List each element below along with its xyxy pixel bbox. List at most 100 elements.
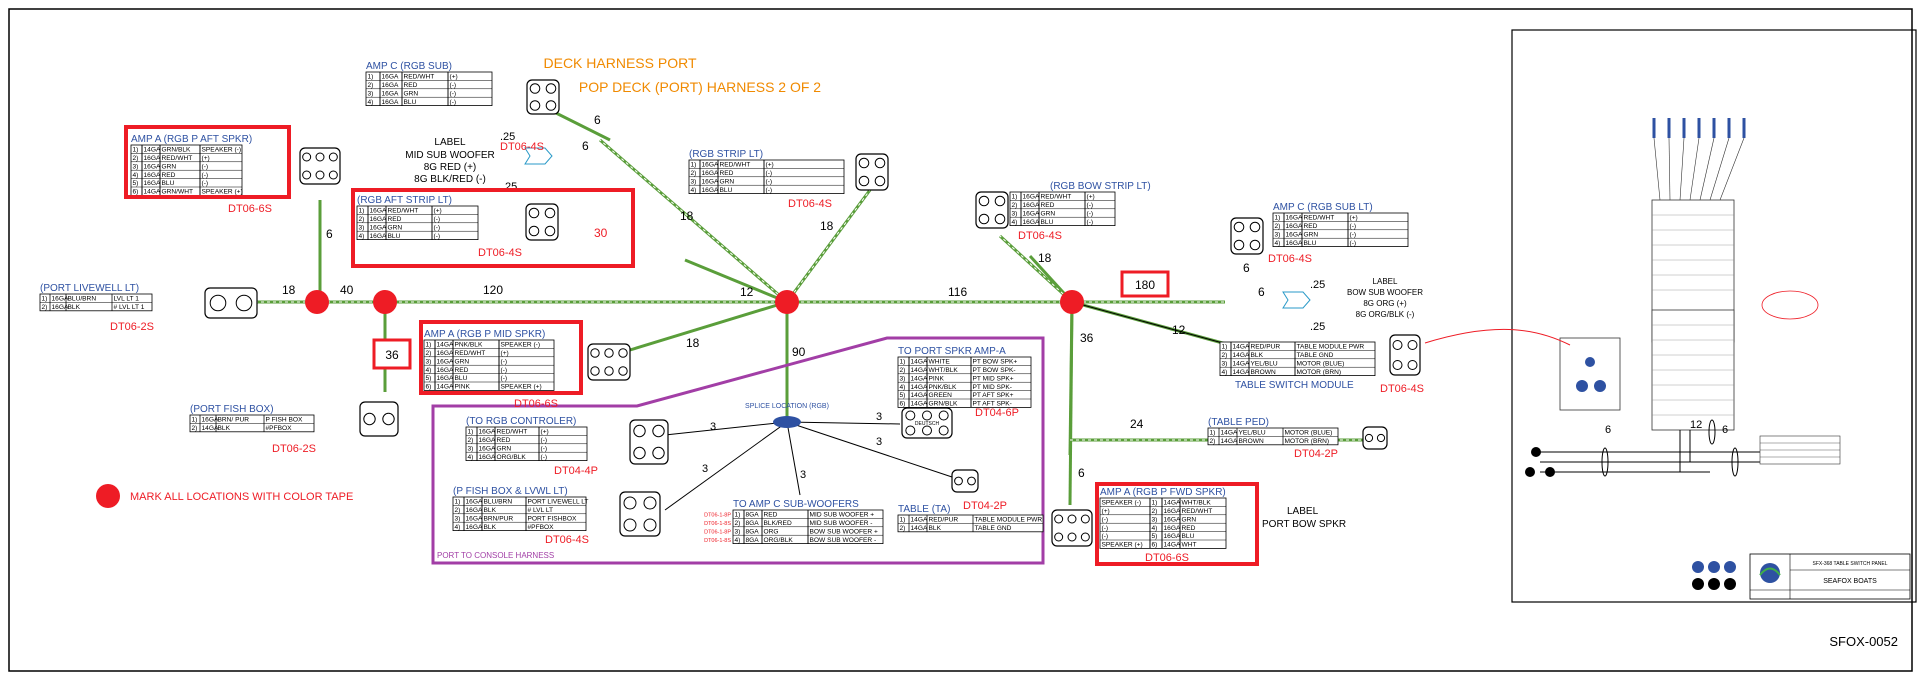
table-cell: GRN <box>162 163 177 170</box>
table-cell: (+) <box>1350 215 1358 222</box>
table-cell: 16GA <box>466 515 483 522</box>
table-cell: MID SUB WOOFER + <box>810 512 875 519</box>
svg-text:3: 3 <box>702 463 708 475</box>
segment-length: 120 <box>483 283 503 297</box>
table-cell: RED/WHT <box>1304 215 1335 222</box>
table-cell: (-) <box>1350 231 1357 238</box>
table-cell: (-) <box>1087 219 1094 226</box>
connector-title: AMP A (RGB P MID SPKR) <box>424 329 545 340</box>
table-cell: TABLE MODULE PWR <box>975 517 1043 524</box>
dimension: .25 <box>500 131 515 143</box>
table-cell: 16GA <box>382 99 399 106</box>
inset-drawing: 6 12 6 SFX-368 TABLE SWITCH PANEL SEAFOX… <box>1424 29 1917 603</box>
part-number: DT06-6S <box>228 203 272 215</box>
table-cell: 16GA <box>479 454 496 461</box>
table-cell: 14GA <box>911 392 928 399</box>
table-cell: BLK/RED <box>764 520 792 527</box>
table-cell: (-) <box>450 90 457 97</box>
table-cell: 4) <box>455 524 461 531</box>
table-cell: 3) <box>900 375 906 382</box>
table-cell: RED/WHT <box>388 208 419 215</box>
table-cell: (-) <box>450 82 457 89</box>
table-cell: 2) <box>359 216 365 223</box>
svg-text:3: 3 <box>710 421 716 433</box>
table-cell: (-) <box>501 358 508 365</box>
connector-icon <box>359 401 399 437</box>
table-cell: (-) <box>1102 516 1109 523</box>
table-cell: LVL LT 1 <box>114 296 140 303</box>
part-number: DT06-6S <box>514 398 558 410</box>
table-cell: RED <box>720 170 734 177</box>
table-cell: 16GA <box>437 358 454 365</box>
segment-length: 116 <box>948 285 967 299</box>
svg-text:LABEL: LABEL <box>434 137 466 148</box>
length-box <box>1120 270 1170 298</box>
svg-text:MID SUB WOOFER: MID SUB WOOFER <box>405 150 494 161</box>
part-number: DT06-4S <box>500 141 544 153</box>
table-cell: RED <box>1182 525 1196 532</box>
table-cell: (+) <box>202 155 210 162</box>
dimension: .25 <box>1310 279 1325 291</box>
table-cell: GREEN <box>929 392 953 399</box>
table-cell: 1) <box>426 342 432 349</box>
table-cell: 3) <box>1152 516 1158 523</box>
table-cell: BLU <box>1041 219 1054 226</box>
segment-length: 6 <box>326 227 333 241</box>
connector-title: TABLE SWITCH MODULE <box>1235 380 1354 391</box>
table-cell: 8GA <box>746 528 760 535</box>
table-cell: RED <box>764 512 778 519</box>
table-cell: 14GA <box>144 147 161 154</box>
table-cell: YEL/BLU <box>1239 430 1266 437</box>
table-cell: (-) <box>766 170 773 177</box>
table-cell: 16GA <box>1023 194 1040 201</box>
table-cell: 2) <box>691 170 697 177</box>
table-cell: 3) <box>691 178 697 185</box>
table-cell: BLK <box>218 425 231 432</box>
table-cell: 1) <box>133 147 139 154</box>
svg-text:LABEL: LABEL <box>1373 277 1398 286</box>
table-cell: BLU/BRN <box>484 499 513 506</box>
connector-title: (RGB BOW STRIP LT) <box>1050 181 1151 192</box>
table-cell: 16GA <box>370 233 387 240</box>
table-cell: 3) <box>426 358 432 365</box>
table-cell: 16GA <box>1023 202 1040 209</box>
table-cell: 4) <box>133 172 139 179</box>
table-cell: 8GA <box>746 512 760 519</box>
table-cell: 4) <box>735 537 741 544</box>
label-bow-sub: LABEL BOW SUB WOOFER 8G ORG (+) 8G ORG/B… <box>1347 277 1423 319</box>
svg-text:8G BLK/RED (-): 8G BLK/RED (-) <box>414 174 486 185</box>
table-cell: 14GA <box>437 342 454 349</box>
segment-length: 12 <box>1172 323 1186 337</box>
table-cell: GRN <box>1304 231 1319 238</box>
table-cell: 2) <box>1012 202 1018 209</box>
table-cell: (-) <box>766 178 773 185</box>
table-cell: 4) <box>691 187 697 194</box>
table-cell: (-) <box>541 454 548 461</box>
side-part-label: DT06-1-8P <box>704 513 731 519</box>
table-cell: 16GA <box>479 429 496 436</box>
table-cell: RED/WHT <box>1182 508 1213 515</box>
table-cell: TABLE GND <box>975 525 1012 532</box>
table-cell: BLU <box>720 187 733 194</box>
table-cell: PNK/BLK <box>929 384 957 391</box>
sub-harness-boundary <box>431 336 1045 565</box>
table-cell: MOTOR (BRN) <box>1285 438 1330 445</box>
dimension: .25 <box>1310 321 1325 333</box>
table-cell: RED <box>404 82 418 89</box>
segment-length: 36 <box>385 348 399 362</box>
svg-text:LABEL: LABEL <box>1287 506 1319 517</box>
part-number: DT06-2S <box>110 321 154 333</box>
segment-length: 36 <box>1080 331 1094 345</box>
inset-panel-title: SFX-368 TABLE SWITCH PANEL <box>1812 561 1887 567</box>
table-cell: 16GA <box>466 524 483 531</box>
table-cell: BLU <box>455 375 468 382</box>
table-cell: RED/WHT <box>497 429 528 436</box>
table-cell: 14GA <box>1233 369 1250 376</box>
